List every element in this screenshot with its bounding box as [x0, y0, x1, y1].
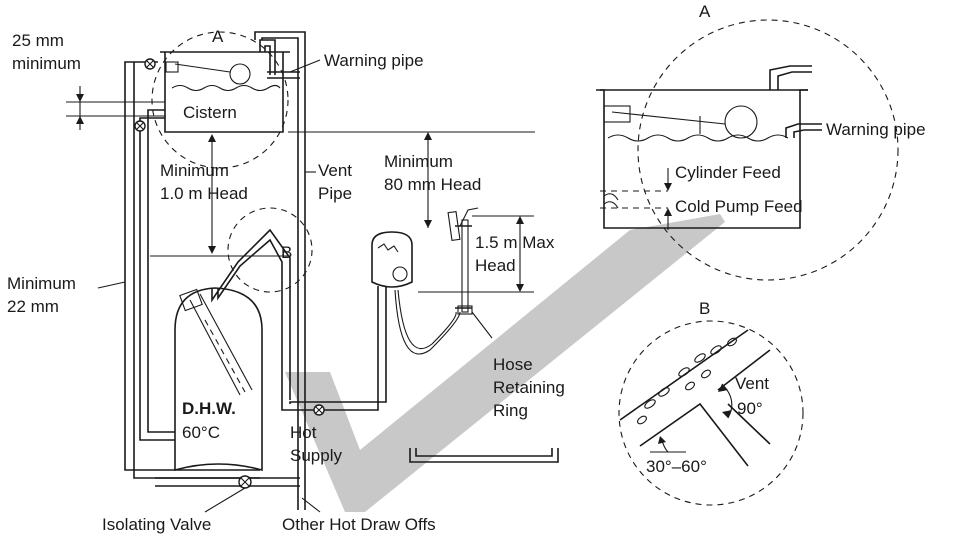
hose-ring-label-line1: Hose: [493, 355, 533, 374]
hot-water-cylinder: [174, 287, 263, 472]
detail-b-title: B: [699, 299, 710, 318]
detail-b-angle-range-label: 30°–60°: [646, 457, 707, 476]
min-head-80mm-label-line1: Minimum: [384, 152, 453, 171]
detail-a-cylinder-feed-label: Cylinder Feed: [675, 163, 781, 182]
min-25mm-label-line2: minimum: [12, 54, 81, 73]
min-head-1m-label-line1: Minimum: [160, 161, 229, 180]
detail-a-title: A: [699, 2, 711, 21]
shower-unit: [371, 207, 479, 355]
cistern-label: Cistern: [183, 103, 237, 122]
hot-supply-pipe: [281, 286, 387, 411]
vent-pipe-label-line1: Vent: [318, 161, 352, 180]
other-hot-draw-offs-label: Other Hot Draw Offs: [282, 515, 436, 534]
hose-ring-label-line2: Retaining: [493, 378, 565, 397]
detail-b-marker-label: B: [281, 243, 292, 262]
detail-a-marker-circle: [151, 31, 289, 169]
detail-a-cold-pump-feed-label: Cold Pump Feed: [675, 197, 803, 216]
max-head-1-5m-label-line2: Head: [475, 256, 516, 275]
max-head-1-5m-label-line1: 1.5 m Max: [475, 233, 555, 252]
dhw-label: D.H.W.: [182, 399, 236, 418]
min-head-1m-label-line2: 1.0 m Head: [160, 184, 248, 203]
checkmark-watermark-icon: [285, 214, 725, 512]
min-22mm-label-line1: Minimum: [7, 274, 76, 293]
vent-pipe-label-line2: Pipe: [318, 184, 352, 203]
detail-b-marker-circle: [227, 207, 313, 293]
warning-pipe-label: Warning pipe: [324, 51, 424, 70]
dhw-temp-label: 60°C: [182, 423, 220, 442]
detail-b-vent-angle-label: 90°: [737, 399, 763, 418]
hose-ring-label-line3: Ring: [493, 401, 528, 420]
detail-b-vent-label: Vent: [735, 374, 769, 393]
hot-supply-label-line1: Hot: [290, 423, 317, 442]
cistern: [160, 39, 300, 133]
detail-a-warning-pipe-label: Warning pipe: [826, 120, 926, 139]
min-25mm-label-line1: 25 mm: [12, 31, 64, 50]
isolating-valve-label: Isolating Valve: [102, 515, 211, 534]
detail-a-marker-label: A: [212, 27, 224, 46]
hot-supply-label-line2: Supply: [290, 446, 342, 465]
shower-tray: [409, 448, 559, 463]
vent-pipe: [254, 31, 306, 510]
detail-a: [596, 19, 899, 281]
min-22mm-label-line2: 22 mm: [7, 297, 59, 316]
min-head-80mm-label-line2: 80 mm Head: [384, 175, 481, 194]
detail-b: [618, 320, 804, 506]
